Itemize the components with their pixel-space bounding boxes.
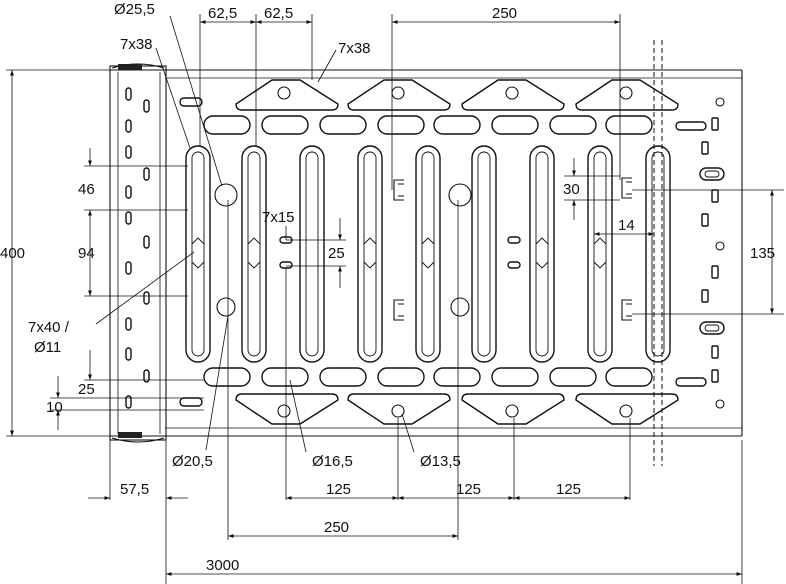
label-d13-5: Ø13,5 bbox=[420, 453, 461, 470]
label-25-mid: 25 bbox=[328, 245, 345, 262]
end-slots bbox=[675, 117, 725, 387]
label-7x38-right: 7x38 bbox=[338, 40, 371, 57]
horizontal-slots bbox=[179, 97, 653, 407]
label-125-c: 125 bbox=[556, 481, 581, 498]
fixing-lugs bbox=[235, 79, 679, 425]
extension-lines bbox=[6, 14, 784, 584]
label-7x38-left: 7x38 bbox=[120, 36, 153, 53]
label-30: 30 bbox=[563, 181, 580, 198]
label-d20-5: Ø20,5 bbox=[172, 453, 213, 470]
label-10: 10 bbox=[46, 399, 63, 416]
dimension-lines bbox=[10, 20, 774, 576]
label-250-bottom: 250 bbox=[324, 519, 349, 536]
dimension-labels: Ø25,5 62,5 62,5 250 7x38 7x38 400 46 94 … bbox=[0, 1, 775, 574]
leader-lines bbox=[95, 15, 415, 453]
vertical-slots bbox=[185, 145, 671, 363]
label-46: 46 bbox=[78, 181, 95, 198]
c-slots bbox=[393, 177, 632, 321]
rail-slots bbox=[125, 87, 150, 409]
label-125-a: 125 bbox=[326, 481, 351, 498]
break-lines bbox=[653, 40, 663, 466]
label-62-5-left: 62,5 bbox=[208, 5, 237, 22]
label-7x40: 7x40 / bbox=[28, 319, 70, 336]
label-400: 400 bbox=[0, 245, 25, 262]
label-125-b: 125 bbox=[456, 481, 481, 498]
label-25-low: 25 bbox=[78, 381, 95, 398]
label-250-top: 250 bbox=[492, 5, 517, 22]
label-d16-5: Ø16,5 bbox=[312, 453, 353, 470]
label-3000: 3000 bbox=[206, 557, 239, 574]
label-7x15: 7x15 bbox=[262, 209, 295, 226]
label-d25-5: Ø25,5 bbox=[114, 1, 155, 18]
label-94: 94 bbox=[78, 245, 95, 262]
label-57-5: 57,5 bbox=[120, 481, 149, 498]
label-14: 14 bbox=[618, 217, 635, 234]
label-d11: Ø11 bbox=[34, 339, 61, 356]
label-135: 135 bbox=[750, 245, 775, 262]
label-62-5-right: 62,5 bbox=[264, 5, 293, 22]
tray-body bbox=[109, 63, 743, 443]
